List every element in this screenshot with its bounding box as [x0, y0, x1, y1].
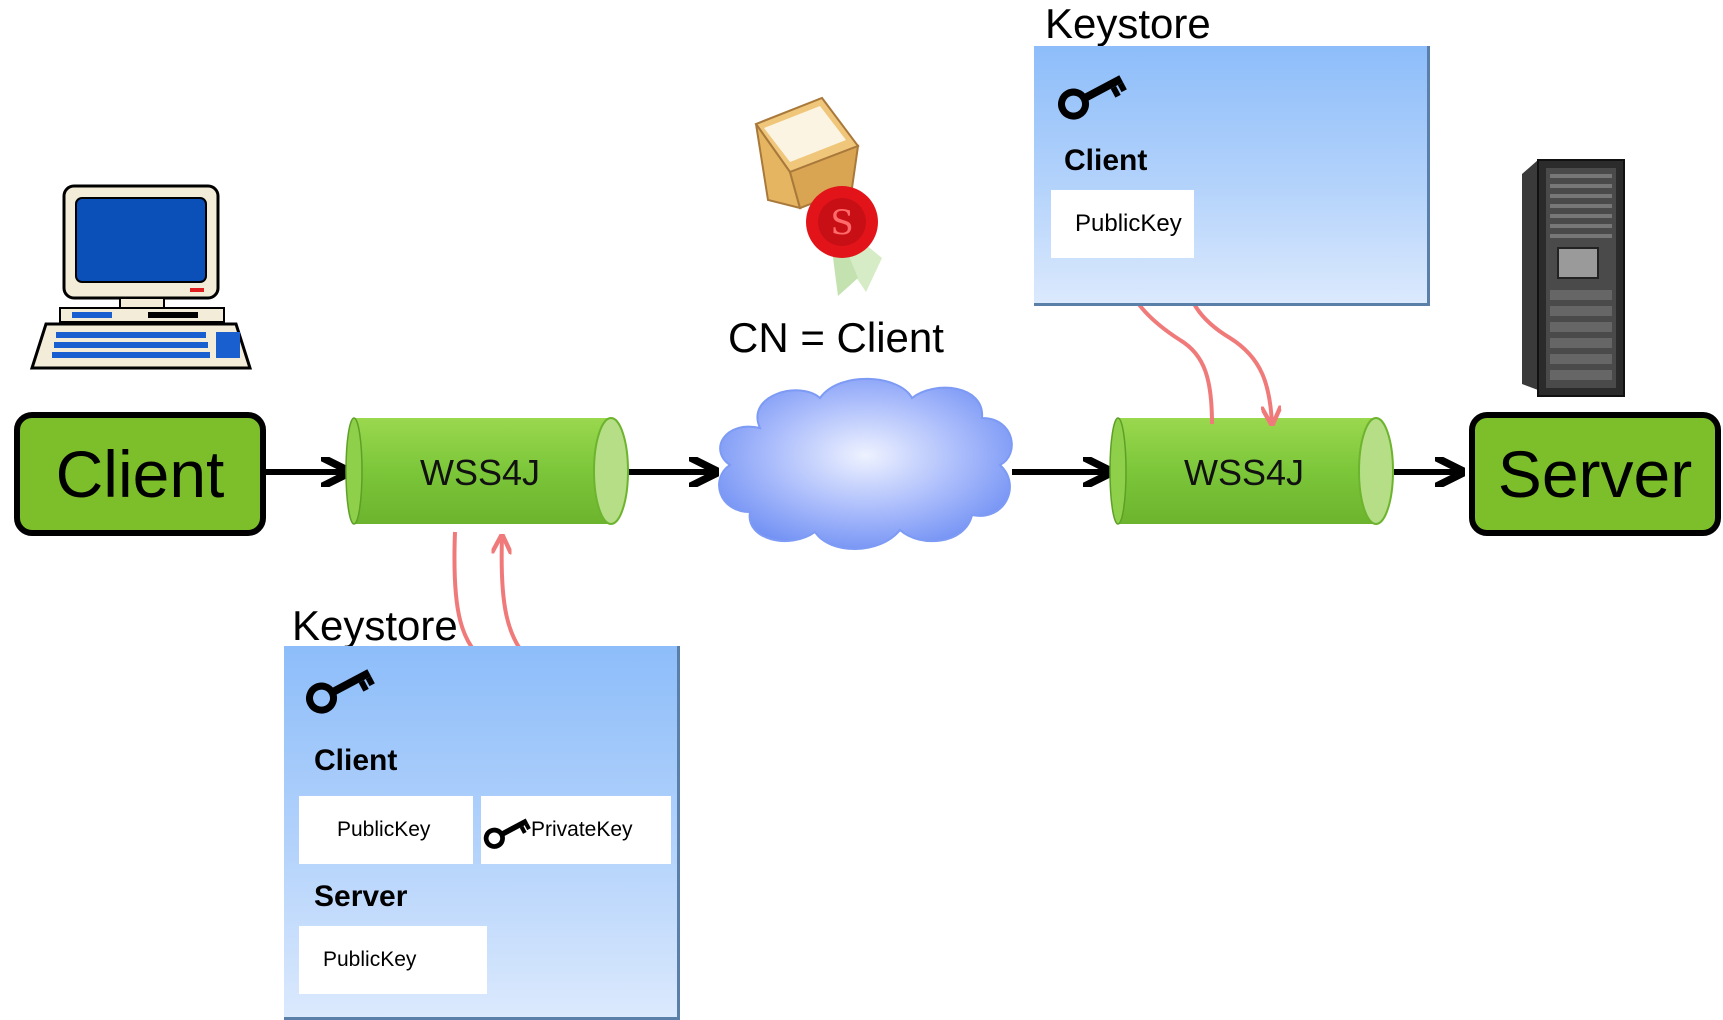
certificate-cn-label: CN = Client: [728, 314, 944, 361]
publickey-label: PublicKey: [323, 948, 417, 971]
keystore-client-side-title: Keystore: [292, 602, 458, 649]
keystore-client-side-server-section: Server: [314, 880, 408, 913]
wss4j-left-label: WSS4J: [419, 452, 541, 493]
keystore-server-side-title: Keystore: [1045, 0, 1211, 47]
key-icon: [1058, 75, 1127, 120]
keystore-client-side-client-section: Client: [314, 744, 398, 777]
client-node: Client: [14, 412, 266, 536]
key-icon: [483, 818, 531, 849]
svg-text:S: S: [830, 203, 853, 243]
server-node: Server: [1469, 412, 1721, 536]
keystore-server-side-panel: Client PublicKey: [1034, 46, 1430, 306]
keystore-client-side-server-publickey: PublicKey: [299, 926, 487, 994]
publickey-label: PublicKey: [337, 818, 431, 841]
keystore-client-side-client-privatekey: PrivateKey: [481, 796, 671, 864]
computer-terminal-icon: [29, 184, 253, 370]
wss4j-right-label: WSS4J: [1183, 452, 1305, 493]
key-icon: [306, 669, 375, 714]
wss4j-pipe-left: [345, 417, 629, 525]
sealed-envelope-icon: S: [754, 96, 882, 296]
network-cloud-icon: [718, 377, 1013, 550]
keystore-server-side-client-publickey: PublicKey: [1051, 190, 1194, 258]
client-node-label: Client: [55, 437, 225, 511]
publickey-label: PublicKey: [1075, 210, 1182, 237]
server-rack-icon: [1522, 159, 1625, 397]
keystore-client-side-client-publickey: PublicKey: [299, 796, 473, 864]
keystore-client-side-panel: Client PublicKey PrivateKey Server Publi…: [284, 646, 680, 1020]
privatekey-label: PrivateKey: [531, 818, 633, 841]
wss4j-pipe-right: [1109, 417, 1394, 525]
server-node-label: Server: [1497, 437, 1693, 511]
keystore-server-side-client-section: Client: [1064, 144, 1148, 177]
